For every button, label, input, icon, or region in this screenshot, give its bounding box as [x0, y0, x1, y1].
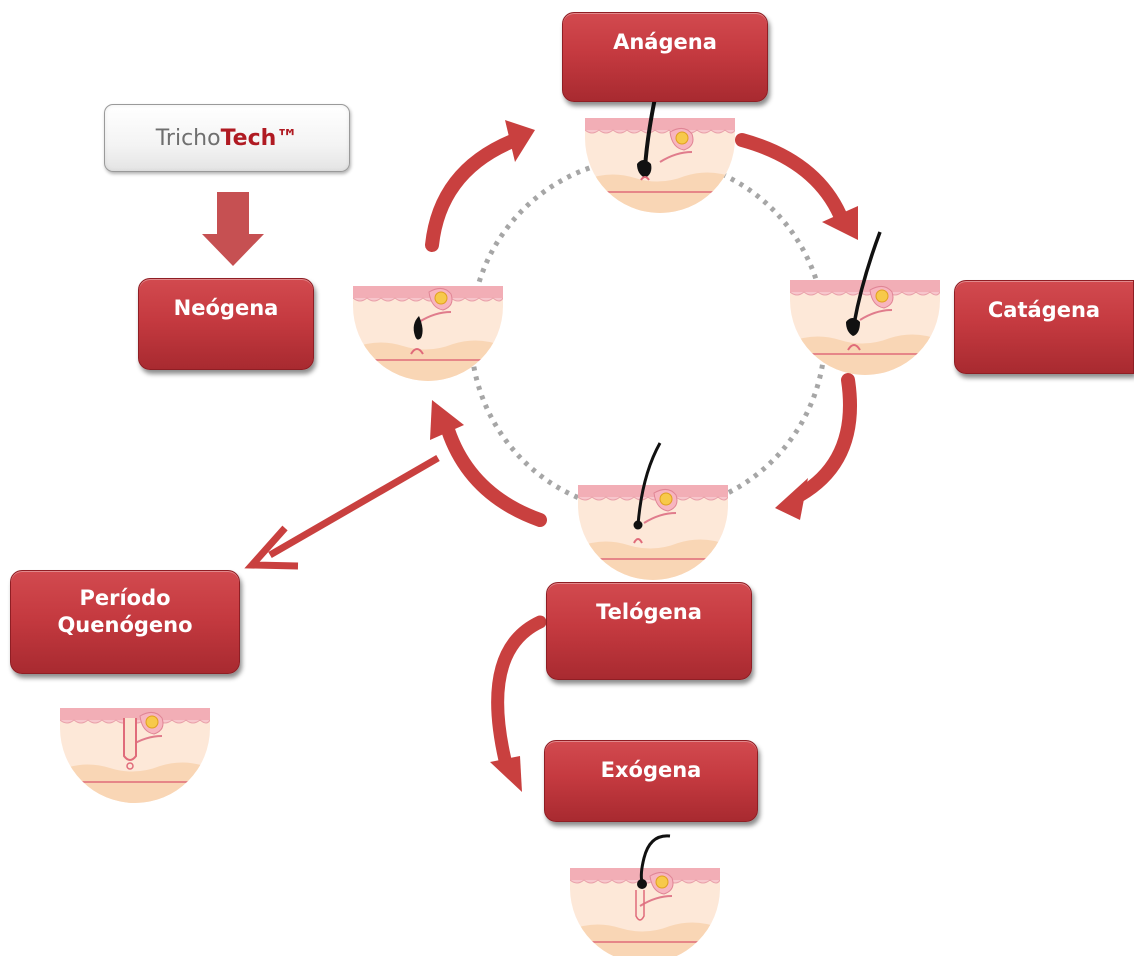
- arrow-catagena-to-telogena: [775, 373, 857, 520]
- phase-box-catagena: Catágena: [954, 280, 1134, 374]
- arrow-brand-to-neogena: [202, 192, 264, 266]
- arrow-to-quenogeno: [244, 454, 440, 570]
- quenogeno-skin-illustration: [60, 708, 210, 818]
- exogena-skin-illustration: [570, 834, 720, 956]
- phase-box-exogena: Exógena: [544, 740, 758, 822]
- telogena-skin-illustration: [578, 442, 728, 595]
- phase-label-exogena: Exógena: [600, 758, 702, 782]
- anagena-skin-illustration: [585, 97, 735, 228]
- phase-label-anagena: Anágena: [613, 30, 717, 54]
- neogena-skin-illustration: [353, 286, 503, 396]
- phase-label-telogena: Telógena: [596, 600, 702, 624]
- phase-box-telogena: Telógena: [546, 582, 752, 680]
- brand-name-part1: Tricho: [155, 125, 221, 151]
- arrow-neogena-to-anagena: [425, 120, 535, 252]
- arrow-anagena-to-catagena: [735, 133, 858, 240]
- phase-label-quenogeno-line1: Período: [79, 586, 171, 610]
- brand-name-part2: Tech™: [220, 125, 299, 151]
- phase-box-anagena: Anágena: [562, 12, 768, 102]
- phase-label-quenogeno-line2: Quenógeno: [57, 613, 193, 638]
- arrow-telogena-to-neogena: [430, 400, 547, 527]
- arrow-telogena-to-exogena: [490, 615, 547, 792]
- phase-label-neogena: Neógena: [173, 296, 279, 320]
- catagena-skin-illustration: [790, 231, 940, 390]
- phase-label-catagena: Catágena: [987, 298, 1101, 322]
- phase-box-neogena: Neógena: [138, 278, 314, 370]
- phase-box-quenogeno: Período Quenógeno: [10, 570, 240, 674]
